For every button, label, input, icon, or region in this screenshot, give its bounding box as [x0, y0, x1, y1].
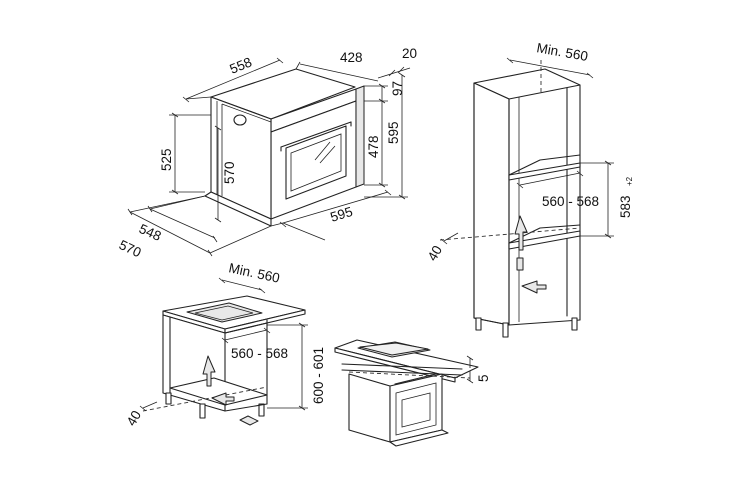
dim-97: 97: [390, 81, 405, 96]
dim-20: 20: [402, 46, 417, 61]
under-min-560: Min. 560: [227, 260, 281, 285]
tall-cabinet-dimensions: Min. 560 560 - 568 583 +2 40: [425, 40, 634, 263]
dim-548: 548: [137, 221, 164, 244]
under-niche-height: 600 - 601: [311, 347, 326, 404]
dim-558: 558: [228, 54, 255, 76]
dim-570-inner: 570: [222, 161, 237, 184]
hob-install-drawing: [334, 339, 479, 447]
dim-525: 525: [159, 148, 174, 171]
hob-install-dimensions: 5: [466, 355, 491, 384]
oven-dimensions: 558 428 20 97 478 595 525 570: [117, 46, 417, 260]
under-niche-width: 560 - 568: [231, 346, 288, 361]
dim-595-front: 595: [328, 204, 354, 225]
tall-vent-40: 40: [425, 243, 446, 264]
dim-595-vertical: 595: [386, 121, 401, 144]
tall-cabinet-drawing: [439, 60, 581, 338]
tall-niche-tolerance: +2: [625, 176, 634, 186]
tall-min-560: Min. 560: [535, 40, 589, 64]
undercounter-drawing: [142, 295, 306, 426]
dim-570-bottom: 570: [117, 237, 144, 260]
dim-478: 478: [366, 135, 381, 158]
under-vent-40: 40: [124, 408, 145, 429]
tall-niche-height: 583: [618, 195, 633, 218]
dim-428: 428: [340, 50, 363, 65]
tall-niche-width: 560 - 568: [542, 194, 599, 209]
hob-gap-5: 5: [476, 374, 491, 382]
oven-drawing: [204, 68, 365, 227]
